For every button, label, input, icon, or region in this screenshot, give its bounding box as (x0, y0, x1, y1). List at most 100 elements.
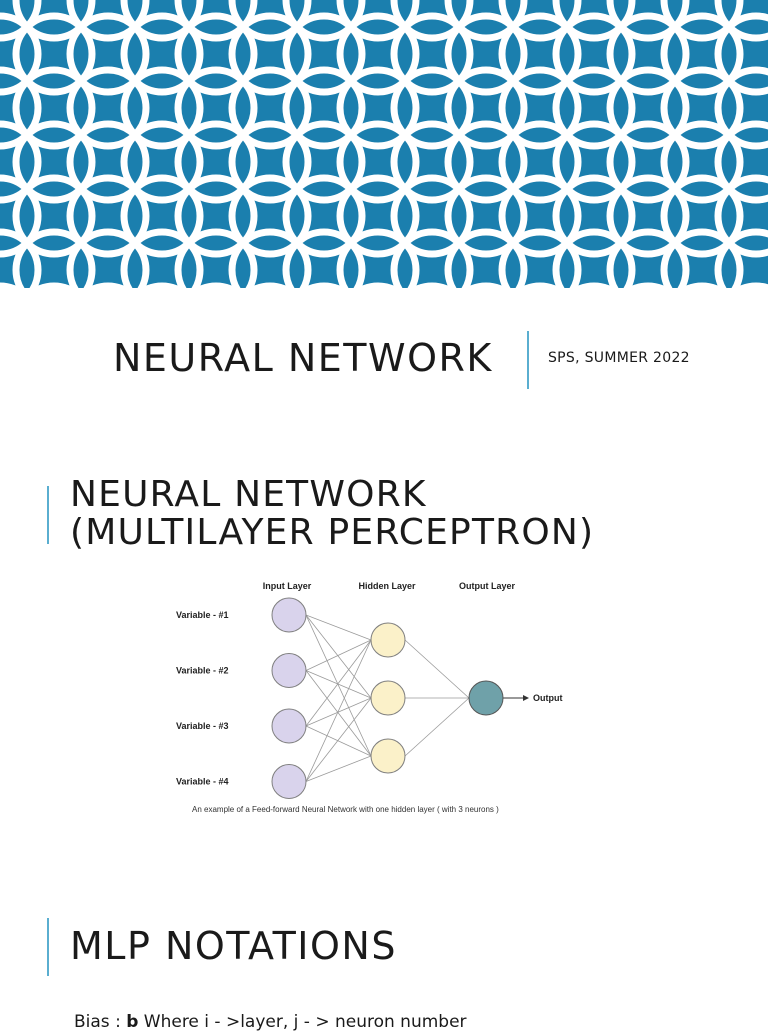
pattern-ring (66, 228, 150, 288)
pattern-ring (33, 282, 75, 288)
pattern-ring (174, 228, 258, 288)
pattern-ring (0, 228, 42, 288)
variable-label: Variable - #3 (176, 721, 229, 731)
input-node (271, 708, 307, 744)
slide2-title: NEURAL NETWORK (MULTILAYER PERCEPTRON) (70, 476, 750, 552)
pattern-ring (120, 66, 204, 150)
pattern-ring (282, 120, 366, 204)
pattern-ring (465, 282, 507, 288)
pattern-ring (282, 66, 366, 150)
connection-edge (305, 725, 372, 757)
pattern-ring (390, 12, 474, 96)
pattern-ring (552, 0, 636, 42)
connection-edge (305, 639, 372, 671)
header-pattern-banner (0, 0, 768, 288)
pattern-ring (735, 282, 768, 288)
pattern-ring (12, 0, 96, 42)
input-node (271, 597, 307, 633)
connection-edge (305, 670, 372, 699)
pattern-ring (336, 174, 420, 258)
slide3-accent-bar (47, 918, 49, 976)
pattern-ring (660, 228, 744, 288)
pattern-ring (12, 12, 96, 96)
variable-label: Variable - #1 (176, 610, 229, 620)
pattern-ring (573, 282, 615, 288)
connection-edge (305, 614, 372, 699)
bias-label: Bias : (74, 1012, 127, 1032)
connection-edge (404, 639, 470, 699)
pattern-ring (87, 282, 129, 288)
variable-label: Variable - #4 (176, 777, 229, 787)
pattern-ring (606, 228, 690, 288)
slide2-title-line2: (MULTILAYER PERCEPTRON) (70, 512, 595, 553)
pattern-ring (336, 12, 420, 96)
slide2-title-line1: NEURAL NETWORK (70, 474, 427, 515)
connection-edge (305, 670, 372, 757)
pattern-ring (66, 66, 150, 150)
pattern-ring (228, 12, 312, 96)
pattern-ring (282, 0, 366, 42)
pattern-ring (498, 228, 582, 288)
pattern-ring (498, 174, 582, 258)
pattern-ring (606, 0, 690, 42)
pattern-ring (228, 228, 312, 288)
pattern-ring (12, 120, 96, 204)
pattern-ring (0, 12, 42, 96)
pattern-ring (390, 228, 474, 288)
pattern-ring (552, 174, 636, 258)
pattern-ring (444, 66, 528, 150)
pattern-ring (498, 66, 582, 150)
pattern-ring (174, 66, 258, 150)
pattern-ring (714, 66, 768, 150)
pattern-ring (444, 12, 528, 96)
pattern-ring (228, 0, 312, 42)
pattern-ring (390, 66, 474, 150)
diagram-caption: An example of a Feed-forward Neural Netw… (192, 805, 499, 814)
input-node (271, 764, 307, 799)
layer-label: Hidden Layer (358, 581, 416, 591)
variable-label: Variable - #2 (176, 666, 229, 676)
pattern-ring (336, 228, 420, 288)
output-label: Output (533, 693, 563, 703)
input-node (271, 653, 307, 688)
pattern-ring (606, 66, 690, 150)
pattern-ring (228, 174, 312, 258)
pattern-ring (660, 120, 744, 204)
pattern-ring (498, 0, 582, 42)
pattern-ring (714, 228, 768, 288)
pattern-ring (714, 12, 768, 96)
hidden-node (370, 680, 406, 716)
pattern-ring (174, 174, 258, 258)
connection-edge (404, 697, 470, 757)
pattern-ring (0, 120, 42, 204)
bias-description: Where i - >layer, j - > neuron number (138, 1012, 467, 1032)
layer-label: Output Layer (459, 581, 516, 591)
pattern-ring (195, 282, 237, 288)
pattern-ring (228, 120, 312, 204)
pattern-ring (681, 282, 723, 288)
pattern-ring (174, 0, 258, 42)
pattern-ring (390, 0, 474, 42)
pattern-ring (627, 282, 669, 288)
connection-edge (305, 639, 372, 727)
connection-edge (305, 614, 372, 757)
pattern-ring (390, 120, 474, 204)
pattern-ring (120, 228, 204, 288)
connection-edge (305, 639, 372, 782)
pattern-ring (336, 66, 420, 150)
slide1-subtitle: SPS, SUMMER 2022 (548, 350, 690, 366)
pattern-ring (66, 12, 150, 96)
pattern-ring (519, 282, 561, 288)
pattern-ring (120, 120, 204, 204)
pattern-ring (444, 0, 528, 42)
pattern-ring (249, 282, 291, 288)
pattern-ring (714, 120, 768, 204)
pattern-ring (12, 66, 96, 150)
pattern-ring (660, 174, 744, 258)
pattern-ring (660, 66, 744, 150)
pattern-ring (714, 174, 768, 258)
pattern-ring (357, 282, 399, 288)
connection-edge (305, 755, 372, 782)
pattern-ring (336, 120, 420, 204)
